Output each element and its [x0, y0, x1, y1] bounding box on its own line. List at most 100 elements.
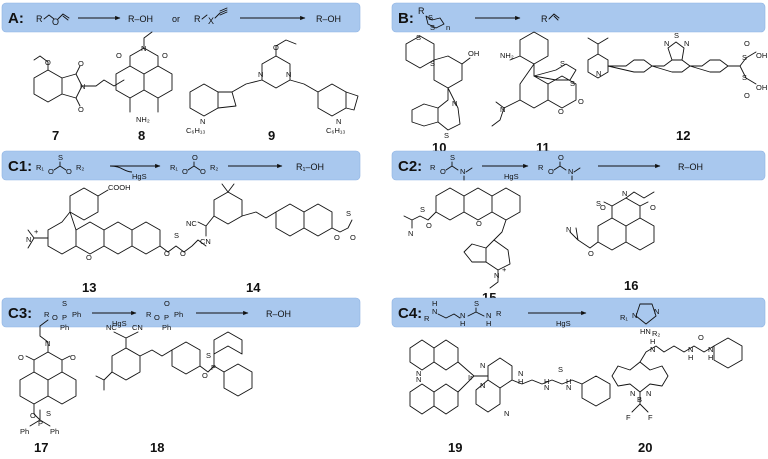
panel-c4-s: S	[474, 299, 479, 308]
c11-o2: O	[578, 97, 584, 106]
panel-c2-s: S	[450, 153, 455, 162]
panel-c2-o: O	[440, 167, 446, 176]
c19-h2: N	[544, 383, 549, 392]
panel-c2-hgs: HgS	[504, 172, 519, 181]
c10-s3: S	[444, 131, 449, 140]
c12-o2: O	[744, 91, 750, 100]
compound-14: NC CN O S O 14	[186, 183, 356, 295]
panel-c3-mid-ph1: Ph	[174, 310, 183, 319]
c11-n: N	[500, 105, 505, 114]
c13-charge: +	[34, 227, 39, 236]
c11-s1: S	[560, 59, 565, 68]
c13-cooh: COOH	[108, 183, 131, 192]
panel-a-x: X	[208, 16, 214, 26]
panel-b-s2: S	[430, 23, 435, 32]
c19-n1: N	[416, 369, 421, 378]
compound-18-label: 18	[150, 440, 164, 455]
panel-b-r: R	[418, 6, 425, 16]
c9-n3: N	[200, 117, 205, 126]
panel-c1-mid-o3: O	[200, 167, 206, 176]
c10-n: N	[452, 99, 457, 108]
panel-c3-mid-o2: O	[164, 299, 170, 308]
panel-a-r1: R	[36, 14, 43, 24]
c16-o2: O	[650, 203, 656, 212]
compound-17-label: 17	[34, 440, 48, 455]
c12-n2: N	[664, 39, 669, 48]
panel-c1-mid-r1: R₁	[170, 163, 178, 172]
c17-ph2: Ph	[50, 427, 59, 436]
compound-14-label: 14	[246, 280, 261, 295]
c10-oh: OH	[468, 49, 479, 58]
c19-n5: N	[504, 409, 509, 418]
c20-n1: N	[650, 345, 655, 354]
c19-n3: N	[480, 361, 485, 370]
panel-c3-ph2: Ph	[60, 323, 69, 332]
panel-c4-n3: N	[486, 311, 491, 320]
c19-ir: Ir	[468, 373, 473, 382]
panel-c4-header: C4: R H N H N S H N R HgS R₁ N N HN R₂	[391, 297, 766, 338]
panel-c4-prod-r1: R₁	[620, 313, 628, 322]
compound-18: NC CN O P S 18	[95, 323, 253, 455]
panel-a-header: A: R O R–OH or R X R–OH	[1, 2, 361, 33]
c15-o-ring: O	[476, 219, 482, 228]
panel-c1-header: C1: R₁ O S O R₂ HgS R₁ O O O R₂ R₁–OH	[1, 150, 361, 181]
panel-b-n: n	[446, 23, 450, 32]
c20-n5: N	[646, 389, 651, 398]
c20-h3: H	[708, 353, 713, 362]
c8-o1: O	[116, 51, 122, 60]
compound-12-label: 12	[676, 128, 690, 143]
c8-n: N	[141, 44, 146, 53]
compound-16: S N O O N O 16	[566, 189, 656, 293]
compound-19-label: 19	[448, 440, 462, 455]
compound-9: O N N N N C₆H₁₃ C₆H₁₃ 9	[186, 39, 359, 143]
panel-c3-ph1: Ph	[72, 310, 81, 319]
c17-n: N	[45, 339, 50, 348]
c20-n3: N	[708, 345, 713, 354]
c7-n: N	[80, 82, 85, 91]
panel-c2-prod: R–OH	[678, 162, 703, 172]
c12-oh2: OH	[756, 83, 767, 92]
c16-o1: O	[600, 203, 606, 212]
compound-13-label: 13	[82, 280, 96, 295]
c12-oh1: OH	[756, 51, 767, 60]
c18-s: S	[206, 351, 211, 360]
panel-c4-n1: N	[432, 307, 437, 316]
panel-c3-p: P	[62, 313, 67, 322]
panel-c2-header: C2: R O S N HgS R O O N R–OH	[391, 150, 766, 181]
c20-n2: N	[688, 345, 693, 354]
c19-n8: H	[566, 377, 571, 386]
c14-o2: O	[350, 233, 356, 242]
panel-c1-o1: O	[48, 167, 54, 176]
panel-c3-mid-o1: O	[154, 313, 160, 322]
panel-a-r2: R	[194, 14, 201, 24]
c17-ph1: Ph	[20, 427, 29, 436]
c16-s: S	[596, 199, 601, 208]
c17-o2: O	[70, 353, 76, 362]
c20-o: O	[698, 333, 704, 342]
panel-c4-prod-n2: N	[654, 307, 659, 316]
panel-b-s1: S	[428, 13, 433, 22]
panel-c4-prod-r2: R₂	[652, 329, 660, 338]
panel-a-o1: O	[52, 17, 59, 27]
c13-o-ring: O	[86, 253, 92, 262]
c20-n4: N	[630, 389, 635, 398]
compound-19: N N Ir N N N N H N H N H S 19	[409, 339, 611, 455]
compound-20: H N H N H N O N B N F F 20	[611, 333, 743, 455]
panel-c4-n2: N	[460, 311, 465, 320]
panel-c1-hgs: HgS	[132, 172, 147, 181]
c9-o: O	[273, 43, 279, 52]
c14-cn: CN	[200, 237, 211, 246]
c13-n: N	[26, 235, 31, 244]
panel-c1-prod: R₁–OH	[296, 162, 324, 172]
c19-n6: H	[518, 377, 523, 386]
c7-o3: O	[78, 105, 84, 114]
compound-8: O O N NH₂ 8	[115, 31, 173, 143]
panel-c3-r: R	[44, 310, 50, 319]
c9-n4: N	[336, 117, 341, 126]
c19-n2: N	[416, 375, 421, 384]
panel-c4-h2: H	[460, 319, 465, 328]
c11-o1: O	[558, 107, 564, 116]
c17-s: S	[46, 409, 51, 418]
panel-c3-header: C3: R O S P Ph Ph HgS R O O P Ph Ph R–OH	[1, 297, 361, 332]
c20-h1: H	[650, 337, 655, 346]
